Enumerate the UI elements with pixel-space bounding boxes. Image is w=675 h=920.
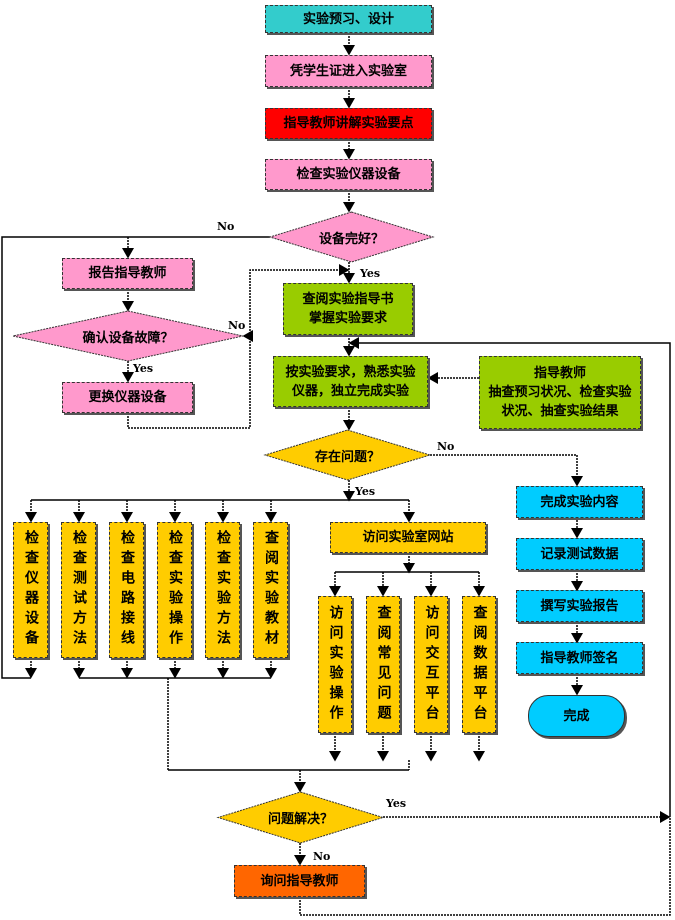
label-confirm-fault-no: No — [228, 319, 246, 332]
label-has-problem-no: No — [437, 440, 455, 453]
node-text: 查阅实验指导书 — [302, 292, 394, 307]
node-finish-step: 完成实验内容 — [516, 486, 643, 518]
label-confirm-fault-yes: Yes — [133, 362, 154, 375]
node-check-equipment: 检查实验仪器设备 — [265, 159, 432, 190]
node-done: 完成 — [528, 695, 625, 737]
node-visit-website: 访问实验室网站 — [330, 522, 486, 553]
connector — [1, 236, 270, 679]
node-website-item: 访问交互平台 — [414, 596, 448, 733]
label-has-problem-yes: Yes — [355, 485, 376, 498]
node-website-item: 查阅常见问题 — [366, 596, 400, 733]
node-check-item: 查阅实验教材 — [253, 522, 288, 658]
node-text: 记录测试数据 — [540, 546, 619, 562]
node-text: 查阅实验教材 — [263, 530, 279, 650]
connector — [430, 454, 583, 487]
node-text: 访问实验操作 — [327, 604, 344, 725]
node-check-item: 检查实验操作 — [157, 522, 192, 658]
node-text: 指导教师 — [533, 366, 586, 381]
node-check-item: 检查电路接线 — [109, 522, 144, 658]
node-text: 更换仪器设备 — [88, 390, 167, 405]
node-text: 掌握实验要求 — [308, 311, 387, 326]
decision-equipment-ok-shape — [268, 211, 435, 263]
decision-confirm-fault-shape — [12, 310, 244, 362]
node-finish-step: 撰写实验报告 — [516, 590, 643, 622]
connector — [299, 817, 671, 916]
node-text: 检查实验方法 — [215, 530, 231, 650]
node-read-guide: 查阅实验指导书 掌握实验要求 — [283, 283, 413, 335]
node-website-item: 查阅数据平台 — [462, 596, 496, 733]
decision-has-problem-shape — [263, 429, 432, 481]
node-text: 检查仪器设备 — [23, 530, 39, 650]
node-text: 检查实验操作 — [167, 530, 183, 650]
node-finish-step: 指导教师签名 — [516, 642, 643, 674]
node-text: 完成 — [563, 708, 590, 724]
node-website-item: 访问实验操作 — [318, 596, 352, 733]
connector — [127, 264, 350, 429]
node-finish-step: 记录测试数据 — [516, 538, 643, 570]
node-text: 状况、抽查实验结果 — [501, 404, 619, 419]
node-text: 指导教师签名 — [540, 650, 619, 666]
node-text: 检查实验仪器设备 — [296, 167, 401, 182]
node-text: 检查电路接线 — [119, 530, 135, 650]
node-text: 实验预习、设计 — [302, 11, 394, 27]
node-text: 按实验要求，熟悉实验 — [285, 364, 416, 380]
node-text: 仪器，独立完成实验 — [291, 383, 409, 399]
label-equipment-ok-no: No — [217, 220, 235, 233]
node-text: 询问指导教师 — [260, 873, 339, 889]
connector — [348, 337, 671, 817]
node-replace-equipment: 更换仪器设备 — [62, 382, 193, 413]
node-text: 报告指导教师 — [88, 266, 167, 281]
node-text: 完成实验内容 — [540, 494, 619, 510]
node-report-teacher: 报告指导教师 — [62, 258, 193, 289]
node-text: 检查测试方法 — [71, 530, 87, 650]
node-teacher-check: 指导教师 抽查预习状况、检查实验 状况、抽查实验结果 — [479, 356, 641, 429]
label-problem-solved-no: No — [313, 850, 331, 863]
node-do-experiment: 按实验要求，熟悉实验 仪器，独立完成实验 — [273, 356, 428, 407]
node-ask-teacher: 询问指导教师 — [234, 865, 365, 897]
node-text: 抽查预习状况、检查实验 — [488, 385, 632, 400]
node-text: 凭学生证进入实验室 — [289, 63, 407, 79]
node-enter-lab: 凭学生证进入实验室 — [265, 55, 432, 87]
node-text: 查阅常见问题 — [375, 604, 392, 725]
node-check-item: 检查仪器设备 — [13, 522, 48, 658]
node-check-item: 检查实验方法 — [205, 522, 240, 658]
node-text: 访问实验室网站 — [362, 530, 454, 545]
node-text: 指导教师讲解实验要点 — [283, 116, 414, 131]
label-equipment-ok-yes: Yes — [360, 267, 381, 280]
node-teacher-explain: 指导教师讲解实验要点 — [265, 108, 432, 139]
label-problem-solved-yes: Yes — [386, 797, 407, 810]
node-check-item: 检查测试方法 — [61, 522, 96, 658]
node-text: 访问交互平台 — [423, 604, 440, 725]
node-preview: 实验预习、设计 — [265, 5, 432, 33]
decision-problem-solved-shape — [216, 791, 385, 844]
node-text: 查阅数据平台 — [471, 604, 488, 725]
node-text: 撰写实验报告 — [540, 598, 619, 614]
